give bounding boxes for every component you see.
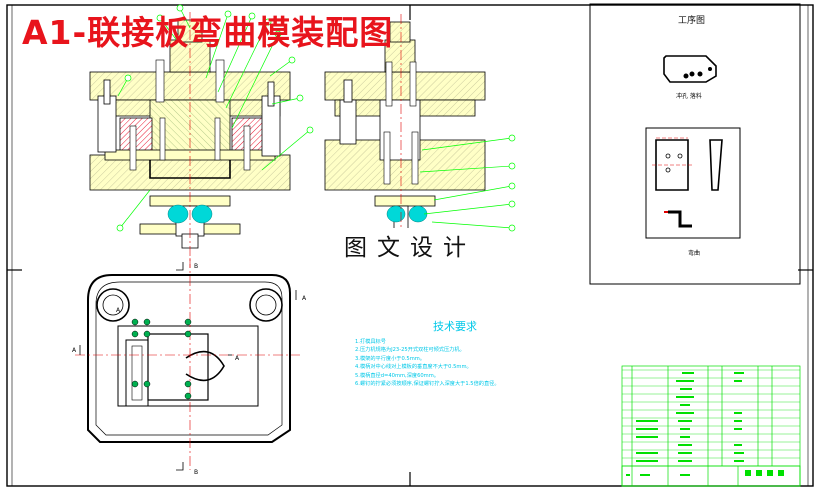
side-view-leaders: [419, 134, 516, 232]
section-letters: B B A A A A: [72, 263, 307, 476]
process-panel-frame: [589, 3, 801, 285]
svg-text:A: A: [72, 347, 77, 354]
requirement-item: 6.螺钉的拧紧必须按顺序,保证螺钉拧入深度大于1.5倍的直径。: [355, 381, 500, 388]
requirement-item: 2.压力机规格为J23-25开式双柱可倾式压力机。: [355, 347, 465, 354]
requirement-item: 1.打模具标号: [355, 339, 386, 345]
drawing-border: [6, 4, 814, 487]
svg-text:A: A: [302, 295, 307, 302]
requirement-item: 5.模柄直径d=40mm,深度60mm。: [355, 372, 439, 379]
watermark-text: 图文设计: [340, 228, 480, 262]
svg-text:A: A: [116, 307, 121, 314]
bom-rows: [622, 369, 800, 459]
process-panel-heading: 工序图: [678, 16, 706, 26]
plan-view-bolts: [131, 318, 192, 400]
process-step1-caption: 冲孔 落料: [676, 93, 702, 100]
plan-view: [75, 258, 300, 470]
section-indicators: [79, 262, 297, 471]
drawing-title: A1-联接板弯曲模装配图: [22, 13, 394, 52]
technical-requirements: 技术要求 1.打模具标号 2.压力机规格为J23-25开式双柱可倾式压力机。 3…: [355, 318, 615, 388]
process-step2-frame: [645, 127, 741, 239]
front-view-leaders: [116, 4, 314, 232]
side-section-view: [324, 14, 486, 236]
svg-text:B: B: [194, 263, 198, 270]
process-step1-part: [663, 55, 717, 83]
requirement-item: 3.模架的平行度小于0.5mm。: [355, 355, 425, 362]
process-step2-caption: 弯曲: [688, 250, 701, 257]
svg-text:A: A: [235, 355, 240, 362]
requirement-item: 4.模柄对中心线对上模板的垂直度不大于0.5mm。: [355, 364, 472, 371]
bom-text-marks: [626, 372, 784, 476]
svg-text:B: B: [194, 469, 198, 476]
technical-requirements-heading: 技术要求: [433, 320, 477, 333]
front-section-view: [89, 12, 291, 268]
